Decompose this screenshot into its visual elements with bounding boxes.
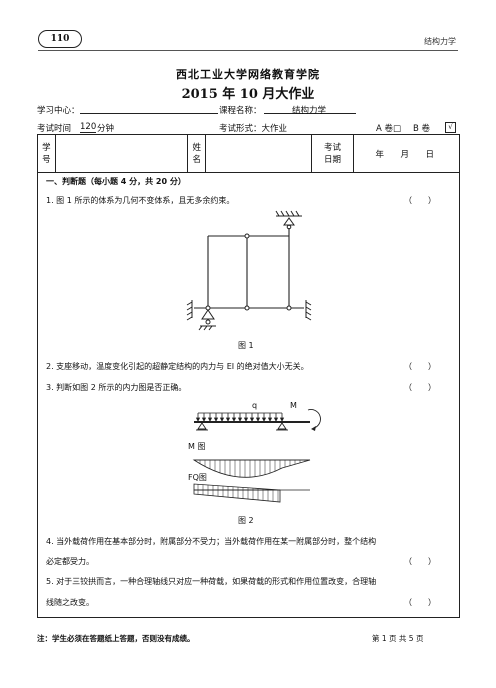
fig2-m-diagram-label: M 图 (188, 442, 206, 451)
top-fixed-support (275, 210, 302, 230)
figure-2-caption: 图 2 (238, 516, 254, 525)
distributed-load (195, 412, 285, 422)
question-2: 2. 支座移动，温度变化引起的超静定结构的内力与 EI 的绝对值大小无关。 (46, 362, 309, 371)
figure-1-frame-diagram (186, 210, 312, 331)
question-3: 3. 判断如图 2 所示的内力图是否正确。 (46, 383, 187, 392)
paper-b-option[interactable]: B 卷 (413, 124, 431, 134)
student-id-field[interactable] (54, 134, 189, 173)
answer-paren-3[interactable]: （ ） (404, 383, 436, 392)
question-5-line-1: 5. 对于三铰拱而言，一种合理轴线只对应一种荷载，如果荷载的形式和作用位置改变，… (46, 577, 377, 586)
answer-paren-1[interactable]: （ ） (404, 196, 436, 205)
student-info-table: 学号 姓名 考试日期 年 月 日 (37, 134, 460, 173)
answer-paren-2[interactable]: （ ） (404, 362, 436, 371)
exam-form: 考试形式：大作业 (219, 124, 288, 134)
name-field[interactable] (205, 134, 312, 173)
exam-time-value: 120 (80, 122, 97, 133)
figure-2-beam-diagram (192, 409, 321, 503)
course-name-label: 课程名称： (219, 106, 262, 116)
course-name-value: 结构力学 (292, 106, 327, 116)
header-rule (38, 50, 458, 51)
page-number: 第 1 页 共 5 页 (372, 634, 424, 643)
answer-paren-5[interactable]: （ ） (404, 598, 436, 607)
question-frame (37, 172, 460, 618)
section-heading: 一、判断题（每小题 4 分，共 20 分） (46, 177, 186, 186)
question-1: 1. 图 1 所示的体系为几何不变体系，且无多余约束。 (46, 196, 235, 205)
page-badge: 110 (38, 30, 82, 48)
exam-date-field[interactable]: 年 月 日 (353, 134, 460, 173)
name-label: 姓名 (187, 134, 207, 173)
learning-center-field[interactable] (80, 113, 218, 114)
paper-b-checkbox[interactable]: √ (445, 122, 456, 133)
question-4-line-1: 4. 当外载荷作用在基本部分时，附属部分不受力；当外载荷作用在某一附属部分时，整… (46, 537, 377, 546)
student-id-label: 学号 (37, 134, 56, 173)
answer-paren-4[interactable]: （ ） (404, 557, 436, 566)
page-title: 2015 年 10 月大作业 (181, 87, 315, 102)
course-tag: 结构力学 (424, 37, 456, 46)
exam-time-label: 考试时间 (37, 124, 72, 134)
course-name-field (264, 113, 356, 114)
question-5-line-2: 线随之改变。 (46, 598, 94, 607)
fig2-moment-label: M (290, 401, 297, 410)
question-4-line-2: 必定都受力。 (46, 557, 94, 566)
school-name: 西北工业大学网络教育学院 (176, 68, 320, 81)
footer-note: 注：学生必须在答题纸上答题，否则没有成绩。 (37, 634, 195, 643)
exam-time-unit: 分钟 (97, 124, 115, 134)
figure-1-caption: 图 1 (238, 341, 254, 350)
learning-center-label: 学习中心： (37, 106, 80, 116)
fig2-load-label: q (252, 401, 258, 410)
fig2-fq-diagram-label: FQ图 (188, 473, 207, 482)
exam-date-label: 考试日期 (310, 134, 355, 173)
paper-a-option[interactable]: A 卷□ (376, 124, 402, 134)
